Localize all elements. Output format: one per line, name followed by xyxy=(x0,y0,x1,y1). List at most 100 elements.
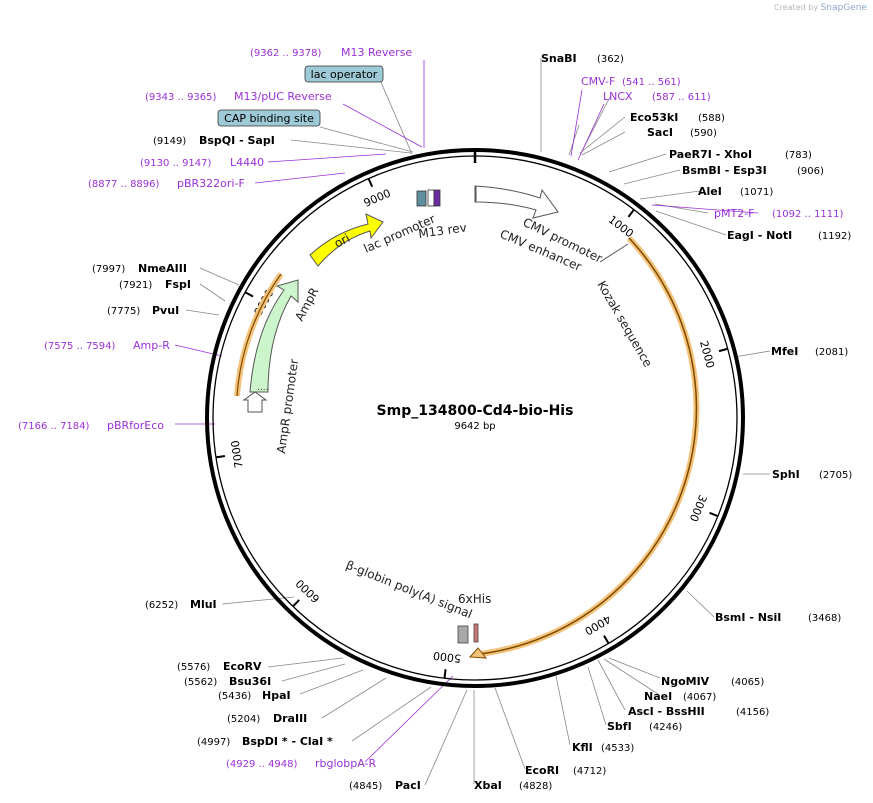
site-xbai: XbaI xyxy=(474,779,502,792)
site-pos-fspi: (7921) xyxy=(119,280,152,291)
tick-label-7000: 7000 xyxy=(229,439,246,469)
primer-pbr322ori: pBR322ori-F xyxy=(177,177,245,190)
site-sapi: BspQI - SapI xyxy=(199,134,275,147)
primer-range-m13-puc: (9343 .. 9365) xyxy=(145,92,217,103)
site-clai: BspDI * - ClaI * xyxy=(242,735,333,748)
label-kozak: Kozak sequence xyxy=(594,279,655,370)
site-ecorv: EcoRV xyxy=(223,660,262,673)
primer-range-ampr: (7575 .. 7594) xyxy=(44,341,116,352)
primer-l4440: L4440 xyxy=(230,156,264,169)
site-pos-pvui: (7775) xyxy=(107,306,140,317)
site-pos-esp3i: (906) xyxy=(797,166,824,177)
cds-arrowhead xyxy=(468,647,488,659)
primer-m13-reverse: M13 Reverse xyxy=(341,46,412,59)
site-pos-kfli: (4533) xyxy=(601,743,634,754)
site-xhoi: PaeR7I - XhoI xyxy=(669,148,752,161)
tick-label-3000: 3000 xyxy=(687,493,710,524)
tick-7000 xyxy=(215,455,226,459)
site-pos-nsii: (3468) xyxy=(808,613,841,624)
label-6xhis: 6xHis xyxy=(458,592,491,606)
site-pvui: PvuI xyxy=(152,304,179,317)
primer-pmt2-f: pMT2-F xyxy=(714,207,755,220)
label-m13-rev: M13 rev xyxy=(417,220,467,241)
site-pos-bsu36i: (5562) xyxy=(184,677,217,688)
site-pos-alei: (1071) xyxy=(740,187,773,198)
tick-label-9000: 9000 xyxy=(362,187,393,210)
site-bsu36i: Bsu36I xyxy=(229,675,271,688)
primer-cmv-f: CMV-F xyxy=(581,75,615,88)
site-saci: SacI xyxy=(647,126,673,139)
lac-operator-box xyxy=(304,65,384,83)
lac-promoter-marker xyxy=(427,189,435,207)
site-pos-clai: (4997) xyxy=(197,737,230,748)
site-pos-ecori: (4712) xyxy=(573,766,606,777)
site-eco53ki: Eco53kI xyxy=(630,111,678,124)
plasmid-name: Smp_134800-Cd4-bio-His xyxy=(377,403,574,419)
primer-range-cmv-f: (541 .. 561) xyxy=(622,77,681,88)
site-kfli: KflI xyxy=(572,741,593,754)
site-pos-sphi: (2705) xyxy=(819,470,852,481)
site-labels: SnaBI (362) Eco53kI (588) SacI (590) Pae… xyxy=(92,52,852,792)
lac-operator-marker xyxy=(416,190,427,207)
site-nmeaiii: NmeAIII xyxy=(138,262,187,275)
primer-range-rbglobpa: (4929 .. 4948) xyxy=(226,759,298,770)
label-ampr-promoter: AmpR promoter xyxy=(274,358,301,454)
site-pos-xbai: (4828) xyxy=(519,781,552,792)
site-snabi: SnaBI xyxy=(541,52,577,65)
site-pos-saci: (590) xyxy=(690,128,717,139)
site-pos-bsshii: (4156) xyxy=(736,707,769,718)
tick-5000 xyxy=(443,669,447,679)
site-pos-draiii: (5204) xyxy=(227,714,260,725)
ampr-cds-core xyxy=(236,273,282,397)
primer-rbglobpa: rbglobpA-R xyxy=(315,757,376,770)
site-fspi: FspI xyxy=(165,278,191,291)
primer-range-pbr322ori: (8877 .. 8896) xyxy=(88,179,160,190)
site-pos-ngomiv: (4065) xyxy=(731,677,764,688)
site-pos-mlui: (6252) xyxy=(145,600,178,611)
site-pos-xhoi: (783) xyxy=(785,150,812,161)
site-pos-ecorv: (5576) xyxy=(177,662,210,673)
site-pos-eco53ki: (588) xyxy=(698,113,725,124)
site-pos-hpai: (5436) xyxy=(218,691,251,702)
cds-arc-core xyxy=(479,237,698,655)
site-bsshii: AscI - BssHII xyxy=(628,705,705,718)
site-ecori: EcoRI xyxy=(525,764,559,777)
ampr-promoter-arrow xyxy=(242,391,268,413)
site-hpai: HpaI xyxy=(262,689,291,702)
tick-4000 xyxy=(603,635,610,644)
leader-lines xyxy=(185,58,771,786)
primer-pbrforeco: pBRforEco xyxy=(107,419,164,432)
site-pos-paci: (4845) xyxy=(349,781,382,792)
site-noti: EagI - NotI xyxy=(727,229,792,242)
site-mfei: MfeI xyxy=(771,345,798,358)
tick-6000 xyxy=(292,599,300,608)
tick-3000 xyxy=(709,511,719,518)
primer-ampr: Amp-R xyxy=(133,339,170,352)
cmv-arrow xyxy=(474,185,559,219)
snapgene-credit: Created by SnapGene xyxy=(774,3,867,13)
kozak-marker xyxy=(599,243,629,263)
tick-label-5000: 5000 xyxy=(432,649,461,665)
tick-1000 xyxy=(627,209,635,218)
primer-lncx: LNCX xyxy=(603,90,633,103)
polya-marker xyxy=(457,625,469,644)
site-pos-noti: (1192) xyxy=(818,231,851,242)
primer-leaders xyxy=(174,60,759,763)
label-ori: ori xyxy=(332,231,352,251)
site-mlui: MluI xyxy=(190,598,217,611)
site-ngomiv: NgoMIV xyxy=(661,675,710,688)
primer-range-l4440: (9130 .. 9147) xyxy=(140,158,212,169)
primer-range-m13-reverse: (9362 .. 9378) xyxy=(250,48,322,59)
ampr-dots: .... xyxy=(257,383,268,393)
tick-9000 xyxy=(367,178,374,188)
site-pos-mfei: (2081) xyxy=(815,347,848,358)
site-sbfi: SbfI xyxy=(607,720,632,733)
site-pos-sapi: (9149) xyxy=(153,136,186,147)
site-pos-naei: (4067) xyxy=(683,692,716,703)
ori-arrow xyxy=(309,213,384,267)
site-pos-snabi: (362) xyxy=(597,54,624,65)
cap-binding-label: CAP binding site xyxy=(224,112,314,125)
tick-8000 xyxy=(244,291,254,298)
site-naei: NaeI xyxy=(644,690,672,703)
